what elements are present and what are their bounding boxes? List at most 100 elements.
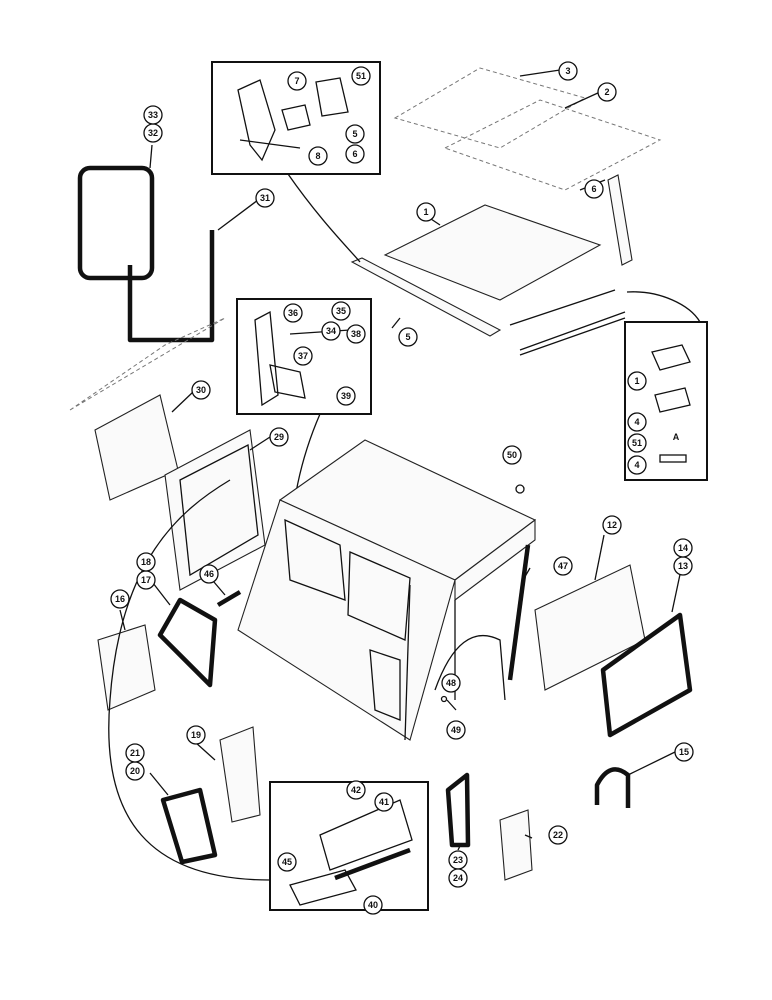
glass-outline-dashed: [69, 317, 226, 411]
svg-text:21: 21: [130, 748, 140, 758]
svg-text:50: 50: [507, 450, 517, 460]
callout-1-inset: 1: [627, 371, 647, 391]
svg-text:4: 4: [634, 460, 639, 470]
svg-text:51: 51: [356, 71, 366, 81]
callout-7: 7: [287, 71, 307, 91]
callout-13: 13: [673, 556, 693, 576]
seal-32-33: [77, 165, 155, 281]
svg-text:14: 14: [678, 543, 688, 553]
callout-15: 15: [674, 742, 694, 762]
seal-47: [507, 544, 531, 681]
svg-text:1: 1: [423, 207, 428, 217]
glass-19: [219, 726, 261, 823]
seal-23-24: [445, 772, 471, 848]
callout-6-inset: 6: [345, 144, 365, 164]
svg-text:42: 42: [351, 785, 361, 795]
seal-46: [216, 590, 242, 607]
svg-text:23: 23: [453, 855, 463, 865]
seal-13-14: [600, 612, 693, 738]
callout-46: 46: [199, 564, 219, 584]
svg-text:20: 20: [130, 766, 140, 776]
callout-17: 17: [136, 570, 156, 590]
callout-6: 6: [584, 179, 604, 199]
svg-text:34: 34: [326, 326, 336, 336]
callout-51-inset-top: 51: [351, 66, 371, 86]
svg-text:51: 51: [632, 438, 642, 448]
callout-48: 48: [441, 673, 461, 693]
callout-12: 12: [602, 515, 622, 535]
callout-14: 14: [673, 538, 693, 558]
callout-4-inset-a: 4: [627, 412, 647, 432]
svg-text:5: 5: [405, 332, 410, 342]
svg-text:24: 24: [453, 873, 463, 883]
callout-5-inset: 5: [345, 124, 365, 144]
svg-text:48: 48: [446, 678, 456, 688]
leader-inset-top: [287, 173, 361, 263]
callout-5: 5: [398, 327, 418, 347]
inset-rear-bracket-parts: A: [651, 344, 691, 463]
seal-15: [594, 767, 631, 808]
callout-34: 34: [321, 321, 341, 341]
callout-39: 39: [336, 386, 356, 406]
inset-a-label: A: [673, 432, 680, 442]
callout-42: 42: [346, 780, 366, 800]
inset-lower-seal-parts: [289, 799, 413, 906]
roof-plate: [383, 204, 602, 301]
inset-lower-seal: [269, 781, 429, 911]
inset-roof-bracket-parts: [237, 77, 349, 162]
callout-32: 32: [143, 123, 163, 143]
leader-inset-right: [626, 291, 701, 323]
fastener-49: [440, 695, 448, 703]
callout-8: 8: [308, 146, 328, 166]
callout-49: 49: [446, 720, 466, 740]
svg-text:33: 33: [148, 110, 158, 120]
callout-16: 16: [110, 589, 130, 609]
svg-text:35: 35: [336, 306, 346, 316]
svg-text:16: 16: [115, 594, 125, 604]
svg-text:29: 29: [274, 432, 284, 442]
callout-4-inset-b: 4: [627, 455, 647, 475]
callout-29: 29: [269, 427, 289, 447]
svg-text:6: 6: [352, 149, 357, 159]
svg-text:12: 12: [607, 520, 617, 530]
callout-33: 33: [143, 105, 163, 125]
svg-text:18: 18: [141, 557, 151, 567]
callout-19: 19: [186, 725, 206, 745]
svg-text:8: 8: [315, 151, 320, 161]
svg-text:45: 45: [282, 857, 292, 867]
seal-17-18: [157, 597, 218, 688]
svg-text:40: 40: [368, 900, 378, 910]
svg-text:22: 22: [553, 830, 563, 840]
svg-text:19: 19: [191, 730, 201, 740]
svg-text:47: 47: [558, 561, 568, 571]
svg-text:13: 13: [678, 561, 688, 571]
roof-headliner-panels: [393, 67, 662, 191]
svg-text:36: 36: [288, 308, 298, 318]
callout-51-inset-right: 51: [627, 433, 647, 453]
svg-text:4: 4: [634, 417, 639, 427]
svg-text:39: 39: [341, 391, 351, 401]
glass-30: [94, 394, 179, 501]
callout-31: 31: [255, 188, 275, 208]
glass-16: [97, 624, 156, 711]
callout-1: 1: [416, 202, 436, 222]
svg-text:30: 30: [196, 385, 206, 395]
callout-45: 45: [277, 852, 297, 872]
glass-12: [534, 564, 646, 691]
callout-38: 38: [346, 324, 366, 344]
seal-31: [127, 230, 215, 343]
leader-inset-bottom: [108, 479, 271, 881]
svg-text:5: 5: [352, 129, 357, 139]
rear-window-frame-29: [164, 429, 266, 591]
callout-36: 36: [283, 303, 303, 323]
svg-text:15: 15: [679, 747, 689, 757]
svg-text:17: 17: [141, 575, 151, 585]
callout-37: 37: [293, 346, 313, 366]
callout-21: 21: [125, 743, 145, 763]
lower-rails: [509, 289, 626, 356]
svg-text:49: 49: [451, 725, 461, 735]
callout-23: 23: [448, 850, 468, 870]
callout-35: 35: [331, 301, 351, 321]
callout-47: 47: [553, 556, 573, 576]
